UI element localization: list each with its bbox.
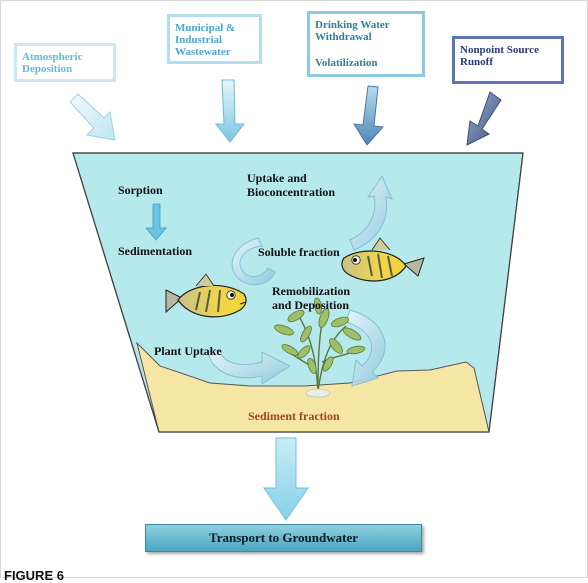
uptake-line1: Uptake and	[247, 171, 307, 185]
volatilization-label: Volatilization	[315, 57, 378, 69]
drinking-water-arrow	[353, 85, 385, 146]
nonpoint-line2: Runoff	[460, 56, 494, 68]
drinking-line1: Drinking Water	[315, 19, 390, 31]
municipal-wastewater-box: Municipal & Industrial Wastewater	[167, 14, 262, 64]
uptake-curve-arrow	[349, 174, 393, 251]
remob-line2: and Deposition	[272, 298, 350, 312]
uptake-label: Uptake and Bioconcentration	[247, 171, 335, 199]
municipal-arrow	[214, 79, 246, 143]
sediment-fraction-label: Sediment fraction	[248, 409, 340, 423]
remobilization-arrow	[345, 309, 386, 387]
soluble-swirl-arrow	[231, 237, 276, 286]
plant-base	[305, 388, 331, 398]
municipal-line2: Industrial	[175, 34, 223, 46]
atmospheric-deposition-box: Atmospheric Deposition	[14, 43, 116, 82]
plant-leaves	[274, 297, 366, 375]
transport-to-groundwater-label: Transport to Groundwater	[208, 530, 359, 545]
remob-line1: Remobilization	[272, 284, 350, 298]
drinking-water-box: Drinking Water Withdrawal Volatilization	[307, 11, 425, 77]
nonpoint-line1: Nonpoint Source	[460, 44, 539, 56]
soluble-fraction-label: Soluble fraction	[258, 245, 340, 259]
drinking-line2: Withdrawal	[315, 31, 372, 43]
transport-to-groundwater-box: Transport to Groundwater	[145, 524, 422, 552]
plant-uptake-label: Plant Uptake	[154, 344, 222, 358]
groundwater-arrow	[263, 437, 309, 521]
uptake-line2: Bioconcentration	[247, 185, 335, 199]
plant-uptake-arrow	[207, 349, 292, 385]
municipal-line1: Municipal &	[175, 22, 236, 34]
sedimentation-label: Sedimentation	[118, 244, 193, 258]
atmospheric-deposition-label: Atmospheric Deposition	[22, 51, 83, 75]
municipal-line3: Wastewater	[175, 46, 231, 58]
runoff-arrow	[466, 91, 502, 146]
atmospheric-arrow	[69, 93, 116, 141]
figure-caption: FIGURE 6	[4, 568, 64, 583]
sorption-arrow	[145, 203, 167, 241]
nonpoint-runoff-box: Nonpoint Source Runoff	[452, 36, 564, 84]
fish-left	[165, 273, 247, 318]
fish-right	[341, 237, 425, 282]
sorption-label: Sorption	[118, 183, 163, 197]
remobilization-label: Remobilization and Deposition	[272, 284, 350, 312]
